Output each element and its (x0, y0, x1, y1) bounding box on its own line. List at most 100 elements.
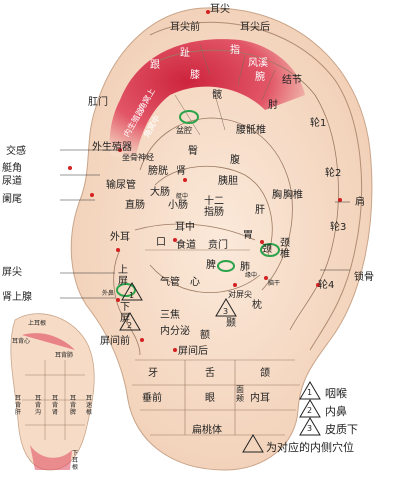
green-ring-3 (217, 260, 235, 272)
tri-num-3: 3 (223, 307, 229, 316)
label-ureter-angle: 艇角 (2, 163, 22, 174)
label-cervical: 颈椎 (280, 238, 290, 260)
label-esophagus: 食道 (176, 240, 196, 251)
green-ring-2 (260, 243, 280, 257)
label-opposite-apex: 对屏尖 (228, 290, 252, 299)
label-clavicle: 锁骨 (354, 272, 374, 283)
label-pancreas-gb: 胰胆 (218, 176, 238, 187)
label-intertragic-back: 屏间后 (178, 346, 208, 357)
label-cardia: 贲门 (208, 240, 228, 251)
inset-ear-back-liver: 耳背肝 (15, 395, 22, 416)
tri-num-2: 2 (127, 321, 133, 330)
label-heel: 跟 (150, 60, 160, 71)
label-tooth: 牙 (148, 368, 158, 379)
label-outer-nose: 外鼻 (102, 290, 115, 297)
label-lumbosacral: 腰骶椎 (236, 125, 266, 136)
label-urethra: 尿道 (2, 176, 22, 187)
label-appendix: 阑尾 (2, 194, 22, 205)
label-lower-jaw: 垂前 (142, 393, 162, 404)
legend-item-1: 咽喉 (325, 387, 347, 400)
label-abdomen: 腹 (230, 155, 240, 166)
label-upper-screen: 上屏 (118, 265, 128, 287)
label-elbow: 肘 (268, 100, 278, 111)
label-eye: 眼 (205, 393, 215, 404)
tri-num-1: 1 (129, 291, 135, 300)
label-large-intestine: 大肠 (150, 187, 170, 198)
legend-item-2: 内鼻 (325, 405, 347, 418)
label-ting-zhong: 艇中 (176, 193, 189, 200)
label-jaw: 颌 (260, 368, 270, 379)
label-ear-tip: 耳尖 (210, 4, 230, 15)
legend-item-3: 皮质下 (325, 423, 358, 436)
label-wind-stream: 风溪 (248, 58, 268, 69)
label-ear-tip-front: 耳尖前 (170, 22, 200, 33)
label-spleen: 脾 (206, 260, 216, 271)
label-forehead: 额 (200, 330, 210, 341)
leader-lines (60, 149, 350, 299)
label-ear-center: 耳中 (175, 222, 195, 233)
label-knee: 膝 (190, 70, 200, 81)
label-heart: 心 (190, 277, 200, 288)
label-sympathetic: 交感 (6, 146, 26, 157)
green-ring-4 (116, 283, 136, 297)
inset-ear-back-kidney: 耳背肾 (52, 395, 59, 416)
helix-rim (149, 21, 363, 351)
label-endocrine: 内分泌 (160, 326, 190, 337)
inset-ear-back-heart: 耳背心 (12, 338, 31, 345)
label-nodule: 结节 (282, 75, 302, 86)
inset-ear-back-spleen: 耳背脾 (70, 395, 77, 416)
legend-num-1: 1 (307, 388, 313, 397)
label-stomach: 胃 (243, 230, 253, 241)
label-shoulder: 肩 (355, 197, 365, 208)
label-thoracic: 胸椎 (283, 190, 303, 201)
label-sciatic: 坐骨神经 (122, 153, 154, 162)
label-small-intestine: 小肠 (168, 200, 188, 211)
legend-num-3: 3 (307, 424, 313, 433)
inset-ear-shape (10, 313, 95, 471)
label-hip: 髋 (212, 90, 222, 101)
label-lower-screen: 下屏 (120, 302, 130, 324)
inset-upper-ear-back: 上耳根 (28, 320, 47, 327)
label-brainstem: 脑干 (268, 280, 281, 287)
label-toe: 趾 (180, 48, 190, 59)
label-external-ear: 外耳 (110, 232, 130, 243)
inset-lower-ear-back: 下耳根 (72, 450, 79, 471)
label-pelvis: 盆腔 (176, 126, 192, 135)
label-helix4: 轮4 (318, 280, 335, 291)
label-adrenal: 肾上腺 (2, 292, 32, 303)
label-helix3: 轮3 (330, 222, 347, 233)
label-ureter: 输尿管 (106, 180, 136, 191)
acupoint-dots (68, 10, 342, 352)
label-chest: 胸 (272, 190, 282, 201)
label-neck: 颈 (262, 244, 272, 255)
label-liver: 肝 (255, 205, 265, 216)
label-trachea: 气管 (160, 277, 180, 288)
red-zone (109, 39, 306, 160)
inset-root-vagus: 耳迷根 (86, 395, 93, 416)
label-anus: 肛门 (88, 97, 108, 108)
label-triple-burner: 三焦 (160, 310, 180, 321)
label-wrist: 腕 (255, 72, 265, 83)
label-face: 面颊 (236, 385, 244, 403)
label-helix2: 轮2 (325, 168, 342, 179)
label-edge-center: 缘中 (245, 272, 258, 279)
inset-ear-back-lung: 耳背肺 (55, 352, 74, 359)
legend-num-2: 2 (307, 406, 313, 415)
label-intertragic-front: 屏间前 (100, 336, 130, 347)
label-finger: 指 (230, 45, 240, 56)
label-tonsil: 扁桃体 (192, 425, 222, 436)
label-kidney: 肾 (176, 166, 186, 177)
label-temple: 颞 (226, 318, 236, 329)
label-external-genitals-1: 外生殖器 (92, 142, 132, 153)
label-rectum: 直肠 (125, 200, 145, 211)
label-helix1: 轮1 (310, 118, 327, 129)
green-ring-1 (179, 110, 199, 124)
label-occiput: 枕 (252, 300, 262, 311)
label-ear-tip-back: 耳尖后 (240, 22, 270, 33)
inset-ear-back-groove: 耳背沟 (35, 395, 42, 416)
legend-triangle-note: 为对应的内侧穴位 (266, 441, 354, 454)
label-bladder: 膀胱 (148, 166, 168, 177)
label-tragus-apex: 屏尖 (2, 267, 22, 278)
